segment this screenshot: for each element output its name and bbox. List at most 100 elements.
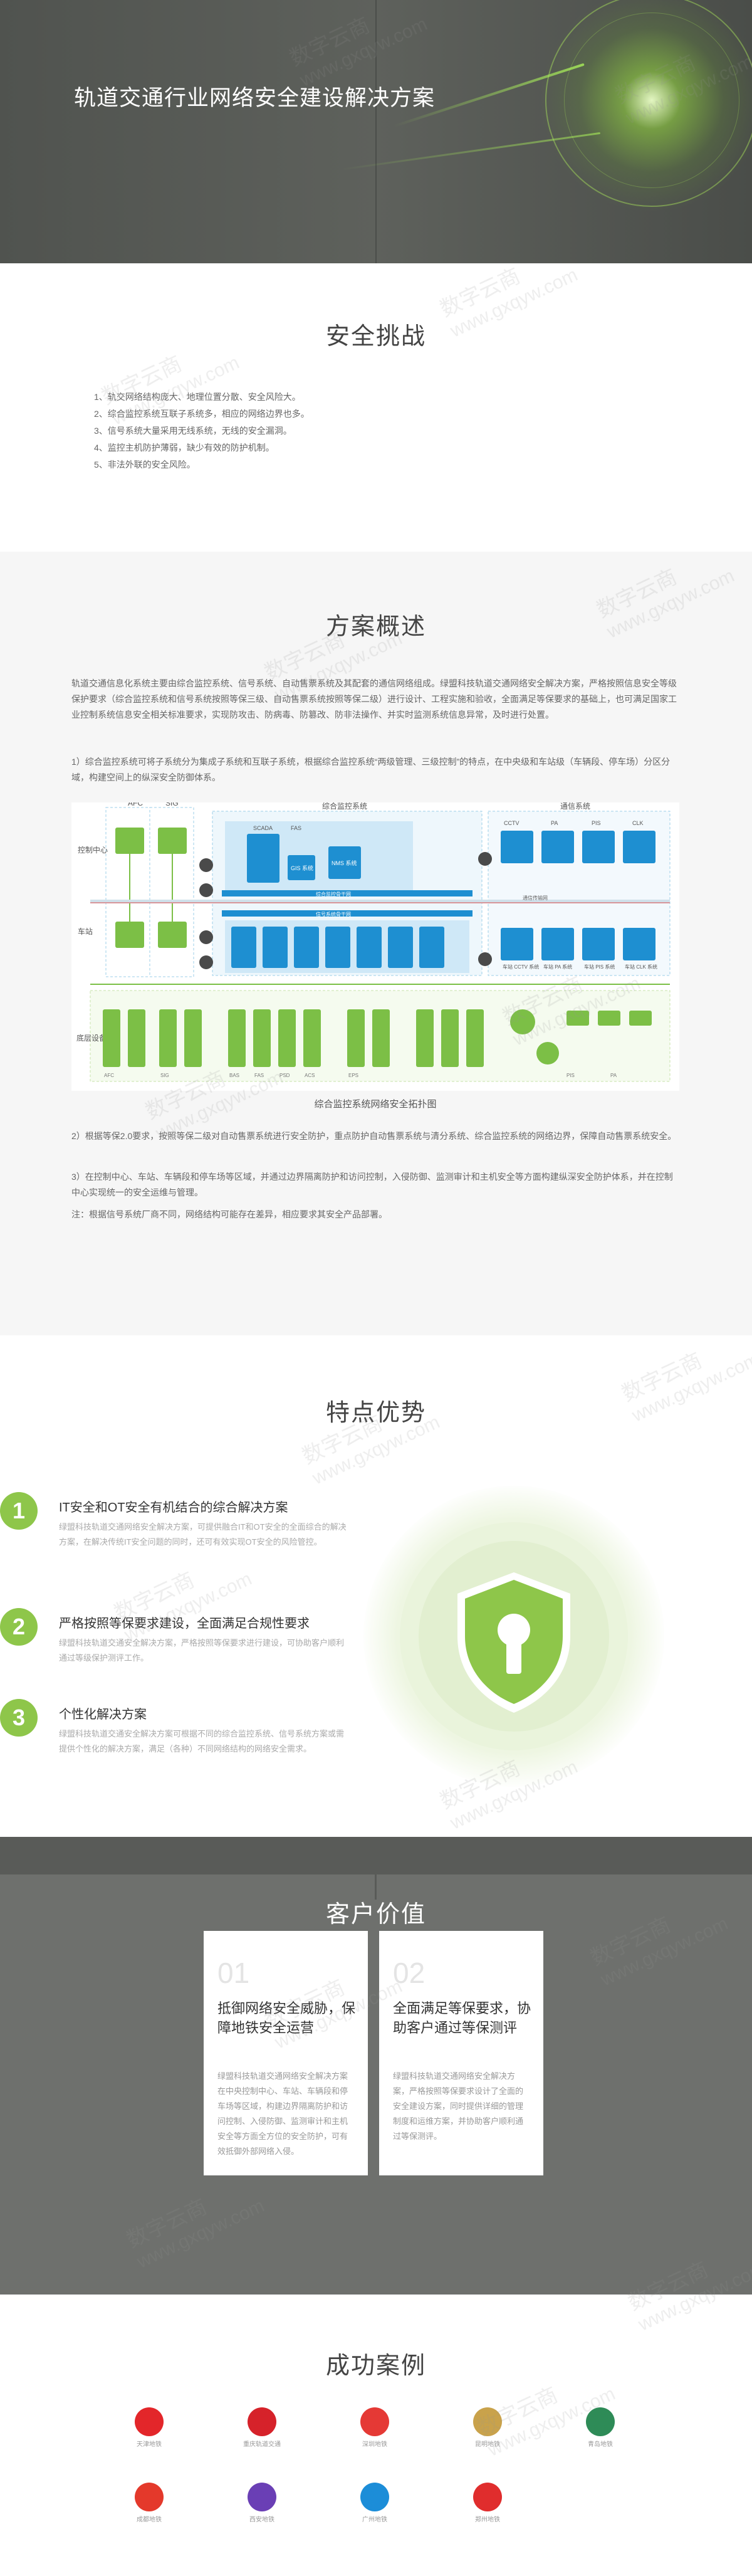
case-logo-name: 成都地铁 [137, 2516, 162, 2523]
list-item: 1、轨交网络结构庞大、地理位置分散、安全风险大。 [94, 392, 301, 402]
feature-heading: IT安全和OT安全有机结合的综合解决方案 [59, 1501, 288, 1515]
case-logo: 天津地铁 [112, 2407, 187, 2458]
nms-box [328, 846, 361, 879]
box-label: 车站 CCTV 系统 [503, 964, 539, 970]
case-logo-name: 天津地铁 [137, 2441, 162, 2448]
field-label: ACS [305, 1073, 315, 1078]
case-logo-name: 广州地铁 [362, 2516, 387, 2523]
field-label: PA [610, 1073, 617, 1078]
group-label: AFC [128, 802, 143, 807]
box-label: CCTV [504, 820, 520, 826]
field-label: EPS [348, 1073, 358, 1078]
sig-station-box [158, 922, 187, 948]
sig-center-box [158, 828, 187, 854]
field-device [347, 1009, 365, 1067]
metro-logo-icon [586, 2407, 615, 2436]
topology-diagram: AFC SIG 综合监控系统 通信系统 控制中心 车站 底层设备 [71, 799, 679, 1110]
bus-label: 综合监控骨干网 [316, 891, 351, 897]
challenge-title: 安全挑战 [325, 323, 426, 350]
hero-banner: 轨道交通行业网络安全建设解决方案 [0, 0, 752, 263]
station-cctv-box [501, 928, 533, 960]
case-logo: 重庆轨道交通 [224, 2407, 300, 2458]
station-pis-box [582, 928, 615, 960]
box-label: 车站 PIS 系统 [584, 964, 615, 970]
features-section: 特点优势 1 IT安全和OT安全有机结合的综合解决方案 绿盟科技轨道交通网络安全… [0, 1335, 752, 1837]
firewall-node [478, 852, 492, 866]
list-item: 2、综合监控系统互联子系统多，相应的网络边界也多。 [94, 409, 310, 419]
field-device [372, 1009, 390, 1067]
row-label: 控制中心 [78, 845, 108, 854]
overview-title: 方案概述 [325, 614, 426, 640]
metro-logo-icon [135, 2483, 164, 2511]
feature-number: 2 [0, 1608, 38, 1646]
group-label: 综合监控系统 [322, 802, 367, 811]
sig-region [149, 807, 194, 977]
features-title: 特点优势 [325, 1400, 426, 1426]
feature-heading: 个性化解决方案 [59, 1708, 147, 1722]
value-card-title: 抵御网络安全威胁，保障地铁安全运营 [217, 2000, 356, 2036]
case-logo-name: 昆明地铁 [475, 2441, 500, 2448]
case-logo: 深圳地铁 [337, 2407, 412, 2458]
gateway-node [199, 858, 213, 872]
station-box [263, 927, 288, 968]
field-device [416, 1009, 434, 1067]
signal-backbone [222, 910, 473, 917]
field-label: FAS [254, 1073, 264, 1078]
case-logo: 西安地铁 [224, 2483, 300, 2533]
value-card-desc: 绿盟科技轨道交通网络安全解决方案，严格按照等保要求设计了全面的安全建设方案，同时… [393, 2071, 524, 2141]
box-label: 车站 CLK 系统 [625, 964, 657, 970]
overview-paragraph: 1）综合监控系统可将子系统分为集成子系统和互联子系统，根据综合监控系统“两级管理… [71, 757, 671, 782]
metro-logo-icon [473, 2407, 502, 2436]
box-label: CLK [632, 820, 644, 826]
value-section: 客户价值 01 抵御网络安全威胁，保障地铁安全运营 绿盟科技轨道交通网络安全解决… [0, 1837, 752, 2295]
clk-center-box [623, 831, 655, 863]
value-card-number: 02 [393, 1957, 426, 1989]
scada-backbone [222, 890, 473, 896]
case-logo-name: 深圳地铁 [362, 2441, 387, 2448]
station-clk-box [623, 928, 655, 960]
cases-section: 成功案例 天津地铁重庆轨道交通深圳地铁昆明地铁青岛地铁成都地铁西安地铁广州地铁郑… [0, 2295, 752, 2576]
field-label: PSD [279, 1073, 290, 1078]
metro-logo-icon [248, 2407, 276, 2436]
feature-desc: 绿盟科技轨道交通网络安全解决方案，可提供融合IT和OT安全的全面综合的解决方案，… [59, 1522, 347, 1547]
station-box [388, 927, 413, 968]
gateway-node [199, 930, 213, 944]
value-divider [375, 1837, 377, 1900]
box-label: PIS [592, 820, 601, 826]
box-label: GIS 系统 [291, 865, 313, 871]
box-label: SCADA [253, 825, 273, 831]
field-device [103, 1009, 120, 1067]
row-label: 车站 [78, 927, 93, 936]
challenge-list: 1、轨交网络结构庞大、地理位置分散、安全风险大。 2、综合监控系统互联子系统多，… [94, 389, 310, 473]
case-logo: 昆明地铁 [450, 2407, 525, 2458]
pis-center-box [582, 831, 615, 863]
station-box [325, 927, 350, 968]
field-label: SIG [160, 1073, 169, 1078]
station-box [294, 927, 319, 968]
value-card: 02 全面满足等保要求，协助客户通过等保测评 绿盟科技轨道交通网络安全解决方案，… [379, 1931, 543, 2175]
metro-logo-icon [360, 2483, 389, 2511]
field-label: PIS [567, 1073, 575, 1078]
camera-device [510, 1009, 535, 1034]
speaker-device [536, 1042, 559, 1065]
bus-label: 通信传输网 [523, 895, 548, 901]
field-device [159, 1009, 177, 1067]
case-logo: 青岛地铁 [563, 2407, 638, 2458]
field-device [253, 1009, 271, 1067]
cctv-center-box [501, 831, 533, 863]
case-logo-name: 西安地铁 [249, 2516, 274, 2523]
feature-heading: 严格按照等保要求建设，全面满足合规性要求 [59, 1617, 310, 1631]
overview-paragraph: 2）根据等保2.0要求，按照等保二级对自动售票系统进行安全防护，重点防护自动售票… [71, 1131, 677, 1141]
pa-center-box [541, 831, 574, 863]
overview-note: 注：根据信号系统厂商不同，网络结构可能存在差异，相应要求其安全产品部署。 [71, 1209, 387, 1219]
group-label: 通信系统 [560, 802, 590, 811]
metro-logo-icon [248, 2483, 276, 2511]
field-device [228, 1009, 246, 1067]
diagram-caption: 综合监控系统网络安全拓扑图 [314, 1099, 437, 1110]
lcd-device [629, 1011, 652, 1026]
station-box [419, 927, 444, 968]
feature-desc: 绿盟科技轨道交通安全解决方案可根据不同的综合监控系统、信号系统方案或需提供个性化… [59, 1729, 345, 1753]
gateway-node [199, 955, 213, 969]
case-logo: 郑州地铁 [450, 2483, 525, 2533]
hero-bg-left [0, 0, 376, 263]
